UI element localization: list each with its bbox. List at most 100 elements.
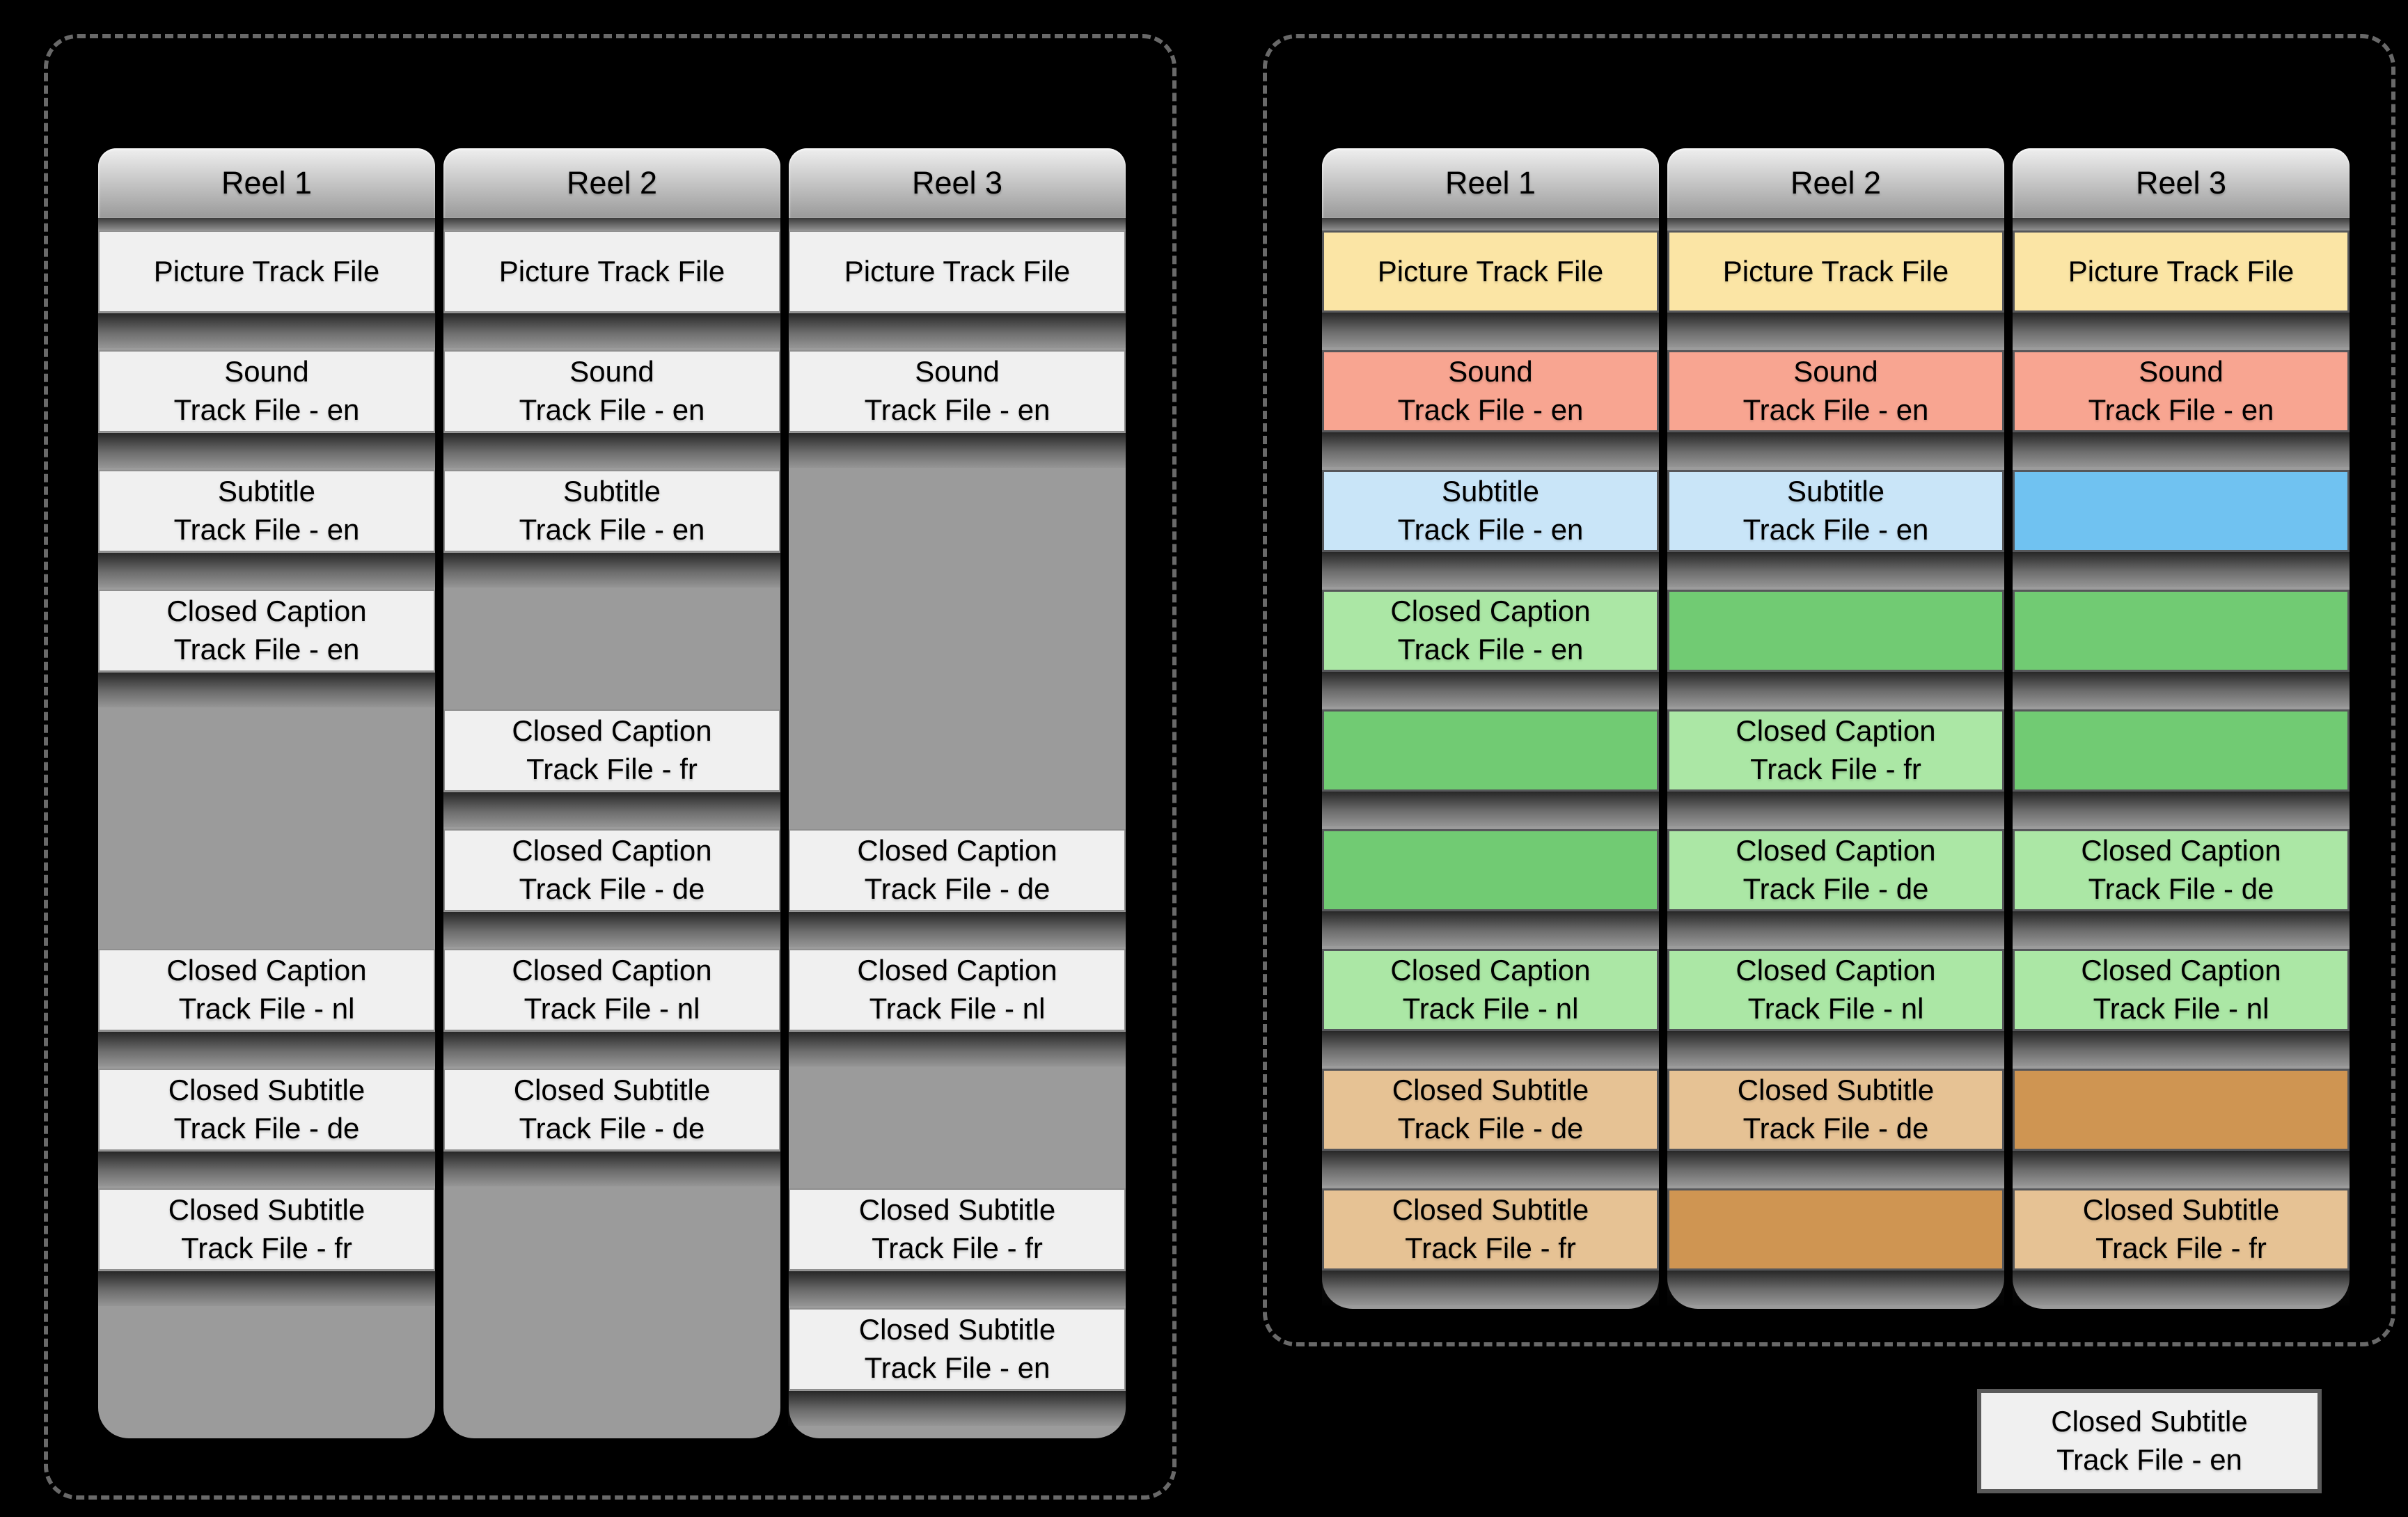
track-file-label-line: Closed Subtitle — [513, 1074, 711, 1107]
track-file-label-line: Closed Caption — [1736, 954, 1936, 987]
track-file-label-line: Closed Subtitle — [168, 1193, 365, 1227]
track-file-label-line: Closed Caption — [857, 834, 1057, 867]
empty-track-slot — [443, 1188, 780, 1308]
empty-track-slot — [98, 829, 435, 949]
track-slot: Picture Track File — [443, 230, 781, 350]
track-slot — [1322, 829, 1659, 949]
track-slot: Picture Track File — [1322, 230, 1659, 350]
track-file-label-line: Closed Caption — [166, 954, 367, 987]
track-file-label-line: Closed Subtitle — [1392, 1074, 1589, 1107]
empty-track-slot — [443, 1308, 780, 1390]
track-file-label-line: Track File - en — [2056, 1443, 2242, 1476]
empty-track-slot — [98, 1308, 435, 1390]
track-file-label-line: Track File - de — [1742, 872, 1929, 905]
track-file-box-unlabeled — [2013, 709, 2350, 826]
track-file-label-line: Sound — [2139, 355, 2224, 388]
reel-header: Reel 2 — [1667, 148, 2004, 230]
track-file-label-line: Track File - nl — [178, 992, 355, 1025]
track-file-label-line: Track File - nl — [1402, 992, 1579, 1025]
track-slot: Picture Track File — [788, 230, 1126, 350]
track-file-box-unlabeled — [1322, 829, 1659, 946]
track-file-label-line: Track File - nl — [869, 992, 1046, 1025]
track-file-label-line: Track File - fr — [1750, 753, 1921, 785]
track-slot: Picture Track File — [97, 230, 436, 350]
empty-track-slot — [789, 470, 1126, 590]
track-file-label-line: Closed Subtitle — [1737, 1074, 1935, 1107]
track-file-label-line: Track File - en — [519, 393, 705, 426]
track-file-box-unlabeled — [2013, 1069, 2350, 1186]
track-file-label-line: Track File - nl — [524, 992, 700, 1025]
track-slot — [2013, 1069, 2350, 1188]
track-file-box: Picture Track File — [2013, 230, 2350, 347]
track-file-label-line: Track File - fr — [181, 1232, 352, 1264]
track-slot — [2013, 470, 2350, 590]
standalone-closed-subtitle-en-box: Closed Subtitle Track File - en — [1977, 1389, 2322, 1493]
track-file-label-line: Track File - en — [1397, 513, 1584, 546]
track-file-box-unlabeled — [2013, 590, 2350, 707]
track-file-label-line: Closed Subtitle — [2082, 1193, 2280, 1227]
track-file-label-line: Track File - en — [1742, 393, 1929, 426]
reel-header: Reel 1 — [98, 148, 435, 230]
track-file-box: Picture Track File — [97, 230, 436, 348]
track-file-label-line: Track File - en — [864, 1351, 1050, 1384]
track-file-label-line: Sound — [1793, 355, 1878, 388]
track-file-label-line: Sound — [915, 355, 1000, 388]
track-file-label-line: Track File - nl — [1747, 992, 1924, 1025]
track-file-label-line: Picture Track File — [498, 254, 725, 288]
track-slot — [1322, 709, 1659, 829]
empty-track-slot — [789, 709, 1126, 829]
track-slot — [1667, 590, 2004, 709]
reel-header: Reel 3 — [789, 148, 1126, 230]
track-file-label-line: Closed Subtitle — [858, 1193, 1056, 1227]
track-file-box-unlabeled — [1322, 709, 1659, 826]
track-file-label-line: Track File - en — [2088, 393, 2274, 426]
track-file-label-line: Picture Track File — [1377, 254, 1604, 288]
track-file-label-line: Sound — [1448, 355, 1533, 388]
track-file-label-line: Track File - en — [1742, 513, 1929, 546]
empty-track-slot — [443, 590, 780, 709]
track-file-label-line: Track File - fr — [1405, 1232, 1576, 1264]
track-slot — [2013, 709, 2350, 829]
track-file-label-line: Sound — [569, 355, 654, 388]
